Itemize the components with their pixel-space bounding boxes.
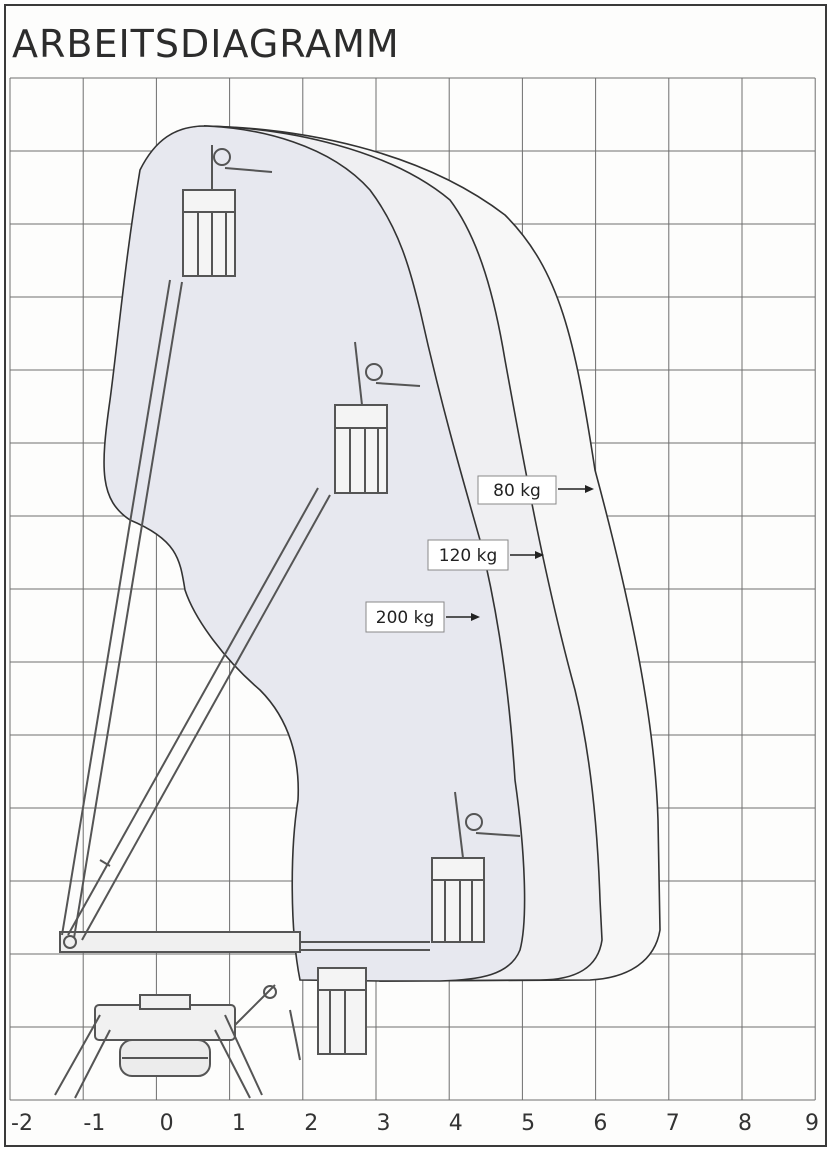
- operator-figures: [211, 145, 521, 859]
- x-tick-label: 1: [232, 1111, 246, 1136]
- boom-vertical: [61, 189, 236, 939]
- diagram-title: ARBEITSDIAGRAMM: [12, 22, 400, 66]
- spider-lift-base: [54, 984, 277, 1099]
- envelope-200kg: [103, 125, 526, 982]
- load-label-200kg: 200 kg: [365, 601, 480, 633]
- x-tick-label: 4: [449, 1111, 463, 1136]
- x-axis-ticks: -2 -1 0 1 2 3 4 5 6 7 8 9: [11, 1111, 819, 1136]
- x-tick-label: 8: [738, 1111, 752, 1136]
- x-tick-label: -1: [83, 1111, 105, 1136]
- x-tick-label: 0: [160, 1111, 174, 1136]
- load-label-80kg: 80 kg: [477, 475, 594, 505]
- x-tick-label: 7: [666, 1111, 680, 1136]
- label-200kg-text: 200 kg: [376, 608, 435, 628]
- x-tick-label: -2: [11, 1111, 33, 1136]
- boom-horizontal: [59, 857, 485, 953]
- x-tick-label: 3: [377, 1111, 391, 1136]
- x-tick-label: 6: [593, 1111, 607, 1136]
- platform-stowed: [289, 967, 367, 1061]
- x-tick-label: 9: [805, 1111, 819, 1136]
- x-tick-label: 5: [521, 1111, 535, 1136]
- load-label-120kg: 120 kg: [427, 539, 544, 571]
- label-120kg-text: 120 kg: [439, 546, 498, 566]
- label-80kg-text: 80 kg: [493, 481, 541, 501]
- boom-mid: [67, 404, 388, 941]
- x-tick-label: 2: [304, 1111, 318, 1136]
